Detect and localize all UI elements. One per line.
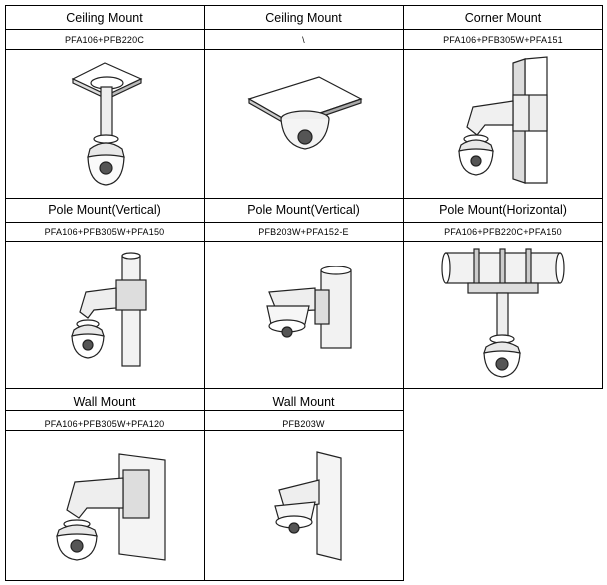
pole-vertical-mount-icon [5,248,204,373]
table-border [602,5,603,389]
pole-vertical-bracket-icon [204,266,403,351]
mount-cell-wall-bracket: Wall Mount PFB203W [204,388,403,581]
table-border [5,5,6,581]
mount-cell-pole-vertical-bracket: Pole Mount(Vertical) PFB203W+PFA152-E [204,198,403,388]
row-divider [5,222,603,223]
mount-title: Ceiling Mount [265,11,342,25]
mount-accessory: PFB203W [282,419,325,429]
mount-cell-pole-horizontal: Pole Mount(Horizontal) PFA106+PFB220C+PF… [403,198,603,388]
mount-accessory: PFA106+PFB305W+PFA151 [443,35,563,45]
row-divider [5,388,603,389]
column-divider [204,5,205,581]
wall-bracket-mount-icon [204,450,403,562]
mount-accessory: PFA106+PFB305W+PFA120 [44,419,165,429]
mount-accessory: PFB203W+PFA152-E [258,227,349,237]
mount-cell-pole-vertical: Pole Mount(Vertical) PFA106+PFB305W+PFA1… [5,198,204,388]
mount-cell-wall: Wall Mount PFA106+PFB305W+PFA120 [5,388,204,581]
mount-options-table: Ceiling Mount PFA106+PFB220C Ceiling Mou… [5,5,603,581]
mount-cell-ceiling-pendant: Ceiling Mount PFA106+PFB220C [5,5,204,198]
mount-accessory: PFA106+PFB220C+PFA150 [444,227,562,237]
ceiling-flush-mount-icon [204,61,403,171]
mount-title: Wall Mount [272,395,335,409]
pole-horizontal-mount-icon [403,245,603,380]
mount-title: Corner Mount [464,11,542,25]
mount-accessory: \ [302,35,305,45]
corner-mount-icon [403,55,603,185]
mount-title: Pole Mount(Vertical) [247,203,360,217]
mount-cell-corner: Corner Mount PFA106+PFB305W+PFA151 [403,5,603,198]
row-divider [5,198,603,199]
mount-accessory: PFA106+PFB305W+PFA150 [44,227,165,237]
mount-accessory: PFA106+PFB220C [64,35,145,45]
column-divider [403,5,404,581]
row-divider [5,29,603,30]
mount-title: Ceiling Mount [66,11,143,25]
mount-title: Pole Mount(Horizontal) [439,203,567,217]
row-divider [5,241,603,242]
row-divider [5,49,603,50]
mount-cell-ceiling-flush: Ceiling Mount \ [204,5,403,198]
wall-mount-icon [5,452,204,562]
mount-title: Pole Mount(Vertical) [48,203,161,217]
table-border [5,5,603,6]
ceiling-pendant-mount-icon [5,57,204,187]
mount-title: Wall Mount [73,395,136,409]
